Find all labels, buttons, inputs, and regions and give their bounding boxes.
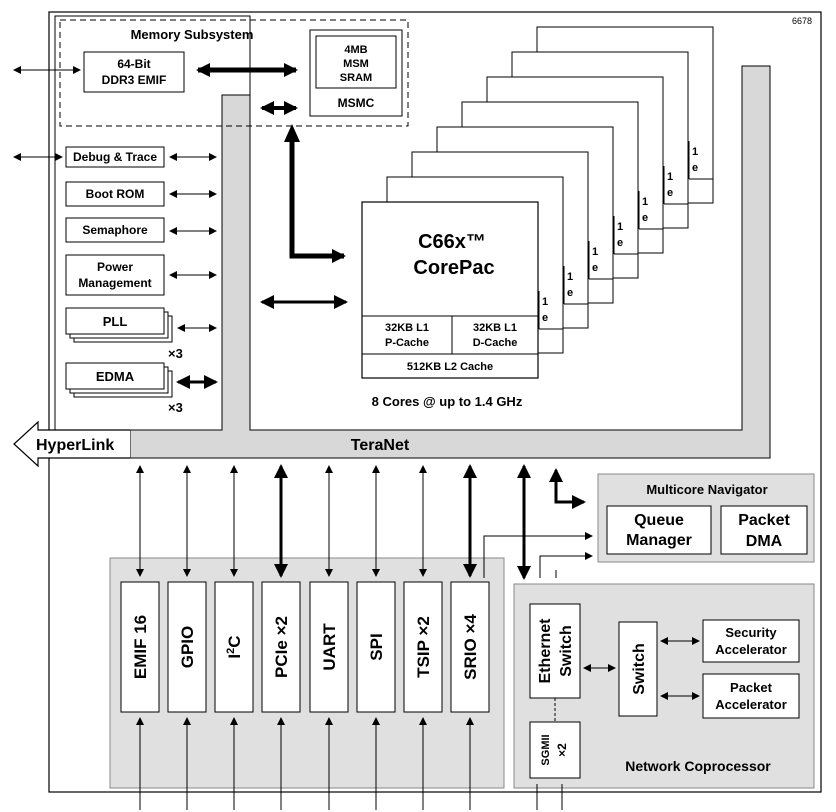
msm-sram-line2: MSM [343,58,369,70]
pll-label: PLL [103,314,128,329]
peripheral-gpio-label: GPIO [178,626,197,669]
boot-rom-block [65,181,165,207]
packet-acc-line2: Accelerator [715,697,787,712]
core-card-label-b-6: e [667,187,673,199]
security-line1: Security [725,625,777,640]
queue-manager-line2: Manager [626,532,692,549]
memory-subsystem-title: Memory Subsystem [131,27,254,42]
queue-manager-block [606,505,712,555]
packet-dma-line2: DMA [746,533,783,550]
msmc-label: MSMC [338,96,375,110]
packet-acc-line1: Packet [730,680,773,695]
core-card-label-a-5: 1 [642,196,648,208]
msmc-corepac-arrow [289,140,346,263]
teranet-label: TeraNet [351,437,410,454]
debug-trace-block [65,146,165,168]
peripheral-uart-label: UART [320,623,339,671]
teranet-bus [129,65,771,459]
switch-block [618,621,658,717]
peripheral-spi [356,581,396,713]
peripheral-spi-label: SPI [367,633,386,660]
msm-sram-block [315,35,397,89]
core-card-label-b-1: e [542,312,548,324]
navigator-title: Multicore Navigator [646,482,767,497]
ethernet-switch-block [529,603,581,699]
hyperlink-label: HyperLink [36,437,114,454]
peripheral-srio [450,581,490,713]
ddr3-emif-line1: 64-Bit [117,57,150,71]
core-card-label-b-3: e [592,262,598,274]
network-title: Network Coprocessor [625,758,771,774]
power-label-1: Power [97,260,133,274]
cores-caption: 8 Cores @ up to 1.4 GHz [372,394,523,409]
msm-sram-line1: 4MB [344,44,367,56]
corepac-subtitle: CorePac [413,257,494,279]
peripheral-pcie [261,581,301,713]
peripheral-tsip-label: TSIP ×2 [414,616,433,678]
edma-mult: ×3 [168,400,183,415]
security-accelerator-block [702,619,800,663]
corepac-title: C66x™ [418,231,486,253]
peripheral-srio-label: SRIO ×4 [461,614,480,680]
boot-rom-label: Boot ROM [86,187,145,201]
queue-manager-line1: Queue [634,512,684,529]
l1p-line2: P-Cache [385,337,429,349]
edma-block [65,362,165,390]
core-card-label-a-7: 1 [692,146,698,158]
ddr3-emif-line2: DDR3 EMIF [102,73,167,87]
core-card-label-b-5: e [642,212,648,224]
netcp-navigator-link [539,552,593,578]
debug-trace-label: Debug & Trace [73,150,157,164]
srio-navigator-link [483,532,593,578]
peripheral-gpio [167,581,207,713]
peripheral-uart [309,581,349,713]
sgmii-block [529,721,581,779]
sgmii-line1: SGMII [540,734,552,765]
core-card-label-a-6: 1 [667,171,673,183]
peripherals: EMIF 16 GPIO I2C PCIe ×2 UART SPI TSIP ×2 SRIO … [120,464,490,810]
switch-label: Switch [631,643,648,695]
core-card-label-a-3: 1 [592,246,598,258]
peripheral-tsip [403,581,443,713]
l1d-line1: 32KB L1 [473,322,517,334]
msm-sram-line3: SRAM [340,72,372,84]
packet-dma-line1: Packet [738,512,790,529]
corepac-block [361,201,539,379]
hyperlink-arrow [13,420,130,468]
ddr3-emif-block [83,51,185,93]
core-card-label-b-2: e [567,287,573,299]
msmc-corepac-arrowhead [284,124,300,142]
l2-label: 512KB L2 Cache [407,361,493,373]
core-card-label-a-4: 1 [617,221,623,233]
peripheral-i2c [214,581,254,713]
l1p-line1: 32KB L1 [385,322,429,334]
power-block [65,254,165,296]
semaphore-block [65,217,165,243]
security-line2: Accelerator [715,642,787,657]
edma-label: EDMA [96,369,135,384]
ethernet-switch-line1: Ethernet [537,618,554,684]
semaphore-label: Semaphore [82,223,148,237]
core-card-label-a-2: 1 [567,271,573,283]
core-card-label-b-4: e [617,237,623,249]
l1d-line2: D-Cache [473,337,518,349]
packet-dma-block [720,505,808,555]
peripheral-pcie-label: PCIe ×2 [272,616,291,678]
sgmii-line2: ×2 [555,743,569,757]
packet-accelerator-block [702,673,800,719]
teranet-navigator-arrow [549,468,586,509]
peripheral-emif-label: EMIF 16 [131,615,150,679]
core-card-label-a-1: 1 [542,296,548,308]
ethernet-switch-line2: Switch [558,625,575,677]
peripheral-i2c-label: I2C [225,635,244,658]
peripheral-emif [120,581,160,713]
pll-block [65,307,165,335]
power-label-2: Management [78,276,151,290]
figure-id: 6678 [792,16,812,26]
core-card-label-b-7: e [692,162,698,174]
pll-mult: ×3 [168,346,183,361]
